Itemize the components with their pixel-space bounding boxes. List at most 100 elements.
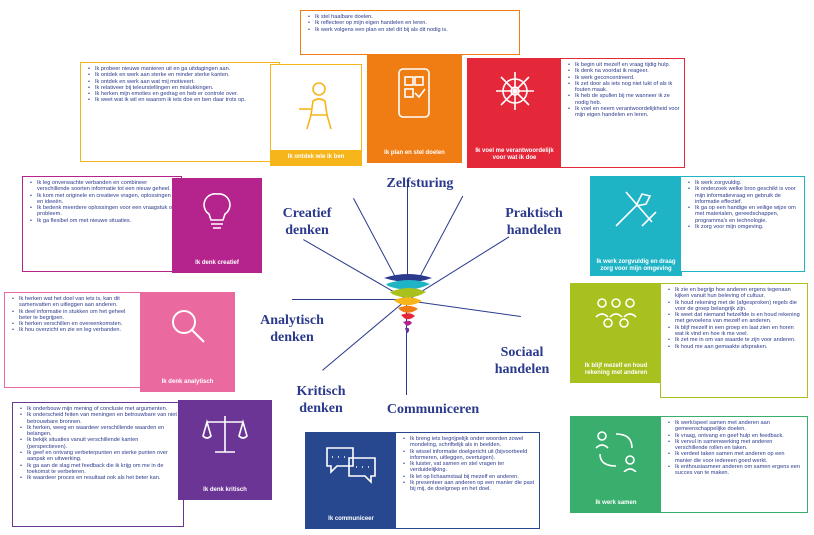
tile-plan-caption: Ik plan en stel doelen [384,150,445,156]
category-kritisch: Kritisch denken [296,384,346,416]
samen-list-item: Ik vraag, ontvang en geef hulp en feedba… [668,433,803,440]
kritisch-list-item: Ik onderbouw mijn mening of conclusie me… [20,406,179,413]
tile-zorgvuldig-caption: Ik werk zorgvuldig en draag zorg voor mi… [596,259,676,272]
creatief-list-item: Ik ga flexibel om met nieuwe situaties. [30,218,177,225]
plan-list-item: Ik werk volgens een plan en stel dit bij… [308,27,515,34]
category-praktisch: Praktisch handelen [505,206,563,238]
communiceer-list-item: Ik let op lichaamstaal bij mezelf en and… [403,474,535,481]
mezelf-list-box: Ik zie en begrijp hoe anderen ergens teg… [660,283,808,398]
voel-list-item: Ik zet door als iets nog niet lukt of al… [568,81,680,94]
creatief-list: Ik leg onverwachte verbanden en combinee… [23,177,181,227]
lightbulb-icon [203,193,231,229]
voel-list-item: Ik begin uit mezelf en vraag tijdig hulp… [568,62,680,69]
tile-communiceer-caption: Ik communiceer [328,516,374,522]
plan-list-box: Ik stel haalbare doelen.Ik reflecteer op… [300,10,520,55]
ontdek-list-item: Ik ontdek en werk aan wat mij motiveert. [88,79,269,86]
plan-list-item: Ik stel haalbare doelen. [308,14,515,21]
tile-kritisch-caption: Ik denk kritisch [203,487,247,493]
category-analytisch: Analytisch denken [260,313,324,345]
category-zelfsturing: Zelfsturing [386,176,454,191]
zorgvuldig-list-item: Ik onderzoek welke bron geschikt is voor… [688,186,800,205]
collaboration-icon [595,431,637,472]
analytisch-list-item: Ik herken wat het doel van iets is, kan … [12,296,139,309]
kritisch-list-item: Ik waardeer proces en resultaat ook als … [20,475,179,482]
mezelf-list-item: Ik houd me aan gemaakte afspraken. [668,344,803,351]
analytisch-list: Ik herken wat het doel van iets is, kan … [5,293,143,337]
tile-voel-caption: Ik voel me verantwoordelijk voor wat ik … [475,148,554,161]
creatief-list-item: Ik bedenk meerdere oplossingen voor een … [30,205,177,218]
tile-plan: Ik plan en stel doelen [367,55,462,163]
kritisch-list-box: Ik onderbouw mijn mening of conclusie me… [12,402,184,527]
analytisch-list-item: Ik hou overzicht en zie en leg verbanden… [12,327,139,334]
tornado-logo-icon [384,274,432,333]
plan-list-item: Ik reflecteer op mijn eigen handelen en … [308,20,515,27]
analytisch-list-box: Ik herken wat het doel van iets is, kan … [4,292,144,388]
zorgvuldig-list-item: Ik zorg voor mijn omgeving. [688,224,800,231]
tile-ontdek-caption: Ik ontdek wie ik ben [271,150,361,165]
ontdek-list-item: Ik relativeer bij teleurstellingen en mi… [88,85,269,92]
communiceer-list-box: Ik breng iets begrijpelijk onder woorden… [395,432,540,529]
ontdek-list: Ik probeer nieuwe manieren uit en ga uit… [81,63,279,107]
tile-mezelf: Ik blijf mezelf en houd rekening met and… [570,283,662,383]
samen-list-box: Ik werk/speel samen met anderen aan geme… [660,416,808,513]
tile-creatief-caption: Ik denk creatief [195,260,239,266]
kritisch-list-item: Ik herken, weeg en waardeer verschillend… [20,425,179,438]
ontdek-list-item: Ik ontdek en werk aan sterke en minder s… [88,72,269,79]
samen-list-item: Ik verdeel taken samen met anderen op ee… [668,451,803,464]
person-thinking-icon [299,82,332,130]
kritisch-list-item: Ik geef en ontvang verbeterpunten en ste… [20,450,179,463]
ontdek-list-item: Ik probeer nieuwe manieren uit en ga uit… [88,66,269,73]
tile-creatief: Ik denk creatief [172,178,262,273]
creatief-list-item: Ik kom met originele en creatieve vragen… [30,193,177,206]
tile-ontdek: Ik ontdek wie ik ben [270,64,362,166]
zorgvuldig-list-item: Ik werk zorgvuldig. [688,180,800,187]
tile-samen-caption: Ik werk samen [595,500,637,506]
tile-communiceer: Ik communiceer [305,432,397,529]
communiceer-list-item: Ik luister, vat samen en stel vragen ter… [403,461,535,474]
voel-list-item: Ik werk geconcentreerd. [568,75,680,82]
communiceer-list-item: Ik breng iets begrijpelijk onder woorden… [403,436,535,449]
voel-list-box: Ik begin uit mezelf en vraag tijdig hulp… [560,58,685,168]
mezelf-list: Ik zie en begrijp hoe anderen ergens teg… [661,284,807,353]
kritisch-list-item: Ik ga aan de slag met feedback die ik kr… [20,463,179,476]
tile-zorgvuldig: Ik werk zorgvuldig en draag zorg voor mi… [590,176,682,276]
tools-icon [615,191,657,227]
ontdek-list-box: Ik probeer nieuwe manieren uit en ga uit… [80,62,280,162]
mezelf-list-item: Ik zet me in om van waarde te zijn voor … [668,337,803,344]
communiceer-list: Ik breng iets begrijpelijk onder woorden… [396,433,539,496]
analytisch-list-item: Ik herken verschillen en overeenkomsten. [12,321,139,328]
mezelf-list-item: Ik zie en begrijp hoe anderen ergens teg… [668,287,803,300]
tile-samen: Ik werk samen [570,416,662,513]
communiceer-list-item: Ik wissel informatie doelgericht uit (bi… [403,449,535,462]
samen-list-item: Ik enthousiasmeer anderen om samen ergen… [668,464,803,477]
zorgvuldig-list-item: Ik ga op een handige en veilige wijze om… [688,205,800,224]
mezelf-list-item: Ik blijf mezelf in een groep en laat zie… [668,325,803,338]
ontdek-list-item: Ik weet wat ik wil en waarom ik iets doe… [88,97,269,104]
magnifier-icon [172,310,205,343]
samen-list-item: Ik vervul in samenwerking met anderen ve… [668,439,803,452]
ship-wheel-icon [496,72,534,110]
ontdek-list-item: Ik herken mijn emoties en gedrag en heb … [88,91,269,98]
samen-list-item: Ik werk/speel samen met anderen aan geme… [668,420,803,433]
zorgvuldig-list-box: Ik werk zorgvuldig.Ik onderzoek welke br… [680,176,805,272]
category-communiceren: Communiceren [386,402,480,417]
voel-list-item: Ik voel en neem verantwoordelijkheid voo… [568,106,680,119]
plan-list: Ik stel haalbare doelen.Ik reflecteer op… [301,11,519,36]
mezelf-list-item: Ik houd rekening met de (afgesproken) re… [668,300,803,313]
scales-icon [202,416,248,453]
creatief-list-box: Ik leg onverwachte verbanden en combinee… [22,176,182,272]
samen-list: Ik werk/speel samen met anderen aan geme… [661,417,807,480]
tile-analytisch-caption: Ik denk analytisch [161,379,214,385]
tile-analytisch: Ik denk analytisch [140,292,235,392]
creatief-list-item: Ik leg onverwachte verbanden en combinee… [30,180,177,193]
tile-kritisch: Ik denk kritisch [178,400,272,500]
tile-mezelf-caption: Ik blijf mezelf en houd rekening met and… [584,363,648,376]
people-group-icon [595,298,637,328]
zorgvuldig-list: Ik werk zorgvuldig.Ik onderzoek welke br… [681,177,804,233]
category-sociaal: Sociaal handelen [494,345,550,377]
kritisch-list-item: Ik onderscheid feiten van meningen en be… [20,412,179,425]
voel-list: Ik begin uit mezelf en vraag tijdig hulp… [561,59,684,122]
voel-list-item: Ik heb de spullen bij me wanneer ik ze n… [568,93,680,106]
voel-list-item: Ik denk na voordat ik reageer. [568,68,680,75]
phone-planning-icon [398,68,430,118]
